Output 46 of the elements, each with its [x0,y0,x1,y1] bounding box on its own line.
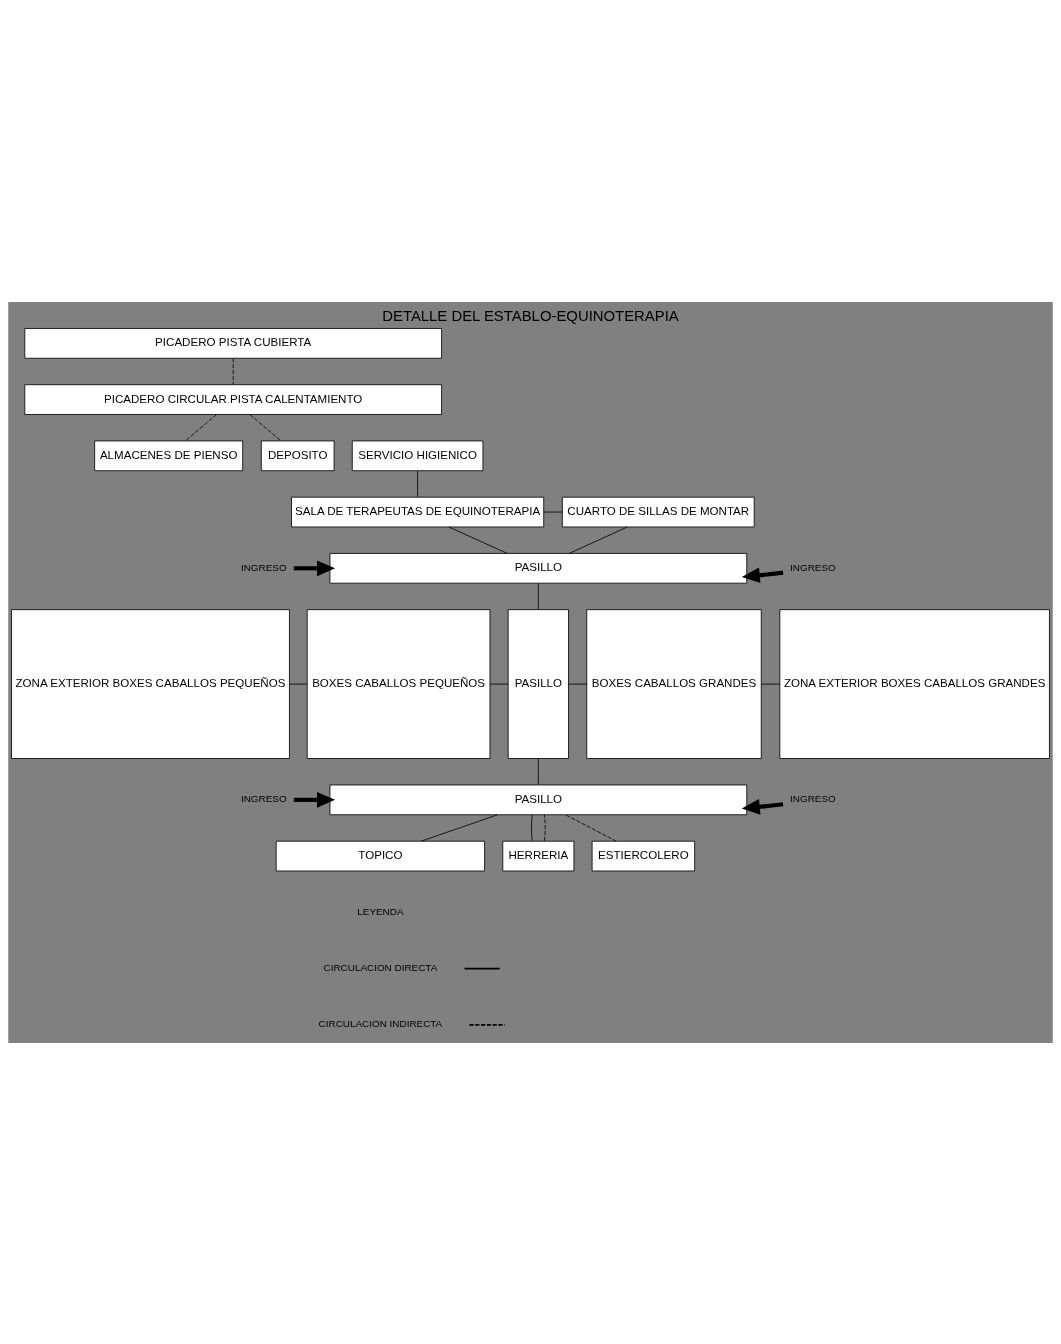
connector [531,814,533,841]
connector [565,813,617,842]
legend-label: CIRCULACION INDIRECTA [318,1017,443,1029]
connector [537,757,539,785]
node-box: CUARTO DE SILLAS DE MONTAR [561,496,755,527]
node-box: PASILLO [329,552,748,584]
connector [544,814,546,841]
connector [761,683,781,684]
node-text: INGRESO [240,792,287,804]
node-box: BOXES CABALLOS GRANDES [586,608,762,759]
node-box: TOPICO [275,840,485,871]
arrow [293,559,336,576]
node-box: ZONA EXTERIOR BOXES CABALLOS PEQUEÑOS [11,608,290,759]
diagram-title: DETALLE DEL ESTABLO-EQUINOTERAPIA [382,307,679,324]
arrow [741,566,784,583]
connector [420,813,498,842]
connector [537,582,539,610]
connector [417,470,419,497]
node-text: INGRESO [790,561,836,573]
node-text: INGRESO [790,792,836,804]
connector [289,683,308,684]
connector [489,683,509,684]
arrow [293,791,336,808]
node-box: BOXES CABALLOS PEQUEÑOS [306,608,491,759]
label: LEYENDA [357,905,404,917]
arrow [741,798,784,815]
node-box: ALMACENES DE PIENSO [94,440,244,471]
node-box: ZONA EXTERIOR BOXES CABALLOS GRANDES [779,608,1050,759]
connector [568,526,628,554]
connector [543,511,563,512]
node-text: INGRESO [240,561,287,573]
node-box: PICADERO PISTA CUBIERTA [24,327,442,359]
node-box: PASILLO [329,784,748,815]
connector [185,413,217,441]
node-box: PICADERO CIRCULAR PISTA CALENTAMIENTO [24,383,442,415]
legend-label: CIRCULACION DIRECTA [323,961,438,973]
node-box: SALA DE TERAPEUTAS DE EQUINOTERAPIA [291,496,545,527]
node-box: PASILLO [507,608,569,759]
node-box: SERVICIO HIGIENICO [351,440,484,471]
connector [249,413,282,441]
node-box: HERRERIA [502,840,575,871]
connector [232,357,234,385]
connector [448,526,508,554]
node-box: ESTIERCOLERO [591,840,696,871]
connector [568,683,588,684]
node-box: DEPOSITO [260,440,335,471]
